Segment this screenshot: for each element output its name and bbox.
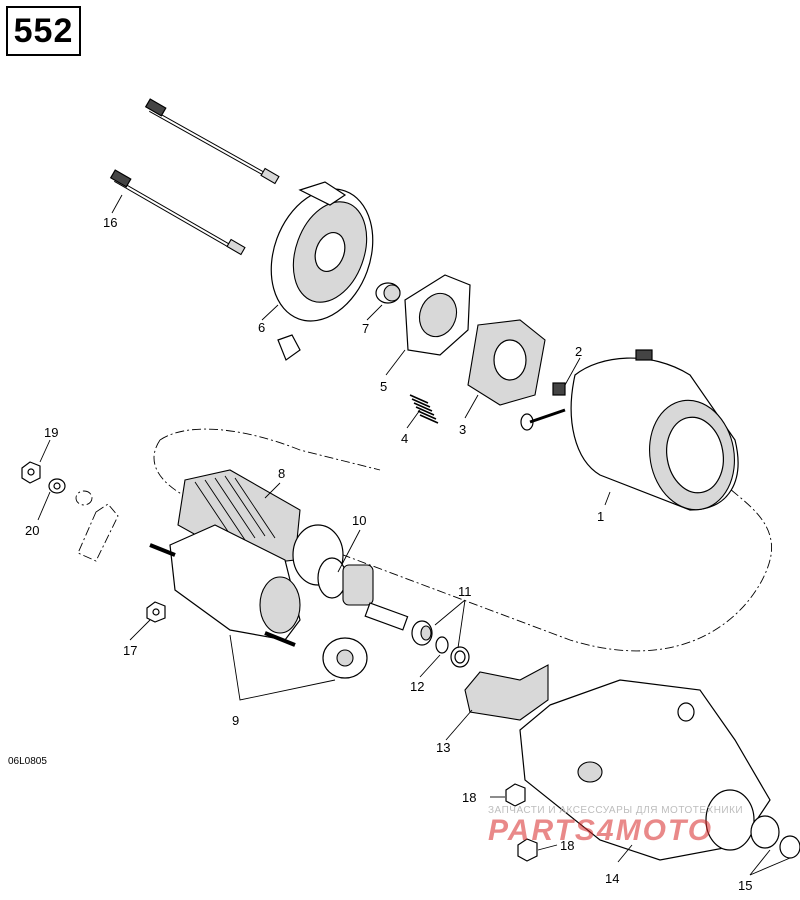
part-7-bushing[interactable]: [375, 282, 401, 304]
part-12-snap-ring[interactable]: [435, 636, 449, 654]
callout-13: 13: [436, 740, 450, 755]
callout-1: 1: [597, 509, 604, 524]
callout-12: 12: [410, 679, 424, 694]
watermark-tagline: ЗАПЧАСТИ И АКСЕССУАРЫ ДЛЯ МОТОТЕХНИКИ: [488, 805, 744, 816]
part-9-motor-body[interactable]: [149, 524, 368, 679]
watermark-logo: PARTS4MOTO: [488, 814, 714, 847]
callout-2: 2: [575, 344, 582, 359]
callout-7: 7: [362, 321, 369, 336]
callout-8: 8: [278, 466, 285, 481]
part-14-drive-housing[interactable]: [519, 679, 771, 861]
callout-9: 9: [232, 713, 239, 728]
part-18-nut-lower[interactable]: [517, 838, 538, 862]
assembly-outline: [153, 428, 772, 652]
part-13-shift-lever[interactable]: [464, 664, 549, 721]
part-2-terminal-bolt[interactable]: [520, 382, 566, 431]
callout-3: 3: [459, 422, 466, 437]
leader-lines: [37, 194, 791, 876]
part-19-nut[interactable]: [21, 461, 41, 484]
callout-15: 15: [738, 878, 752, 893]
callout-18-upper: 18: [462, 790, 476, 805]
part-1-yoke-housing[interactable]: [570, 349, 743, 516]
callout-16: 16: [103, 215, 117, 230]
part-15-bushing[interactable]: [750, 815, 800, 859]
diagram-code: 06L0805: [8, 756, 47, 767]
callout-4: 4: [401, 431, 408, 446]
part-3-brush-holder[interactable]: [467, 319, 546, 406]
part-4-spring[interactable]: [409, 394, 439, 424]
page-number: 552: [13, 11, 74, 50]
part-17-nut[interactable]: [146, 601, 166, 623]
part-16-through-bolts[interactable]: [109, 98, 280, 256]
callout-20: 20: [25, 523, 39, 538]
part-10-overrunning-clutch[interactable]: [317, 557, 409, 631]
callout-10: 10: [352, 513, 366, 528]
callout-18-lower: 18: [560, 838, 574, 853]
callout-5: 5: [380, 379, 387, 394]
callout-11: 11: [458, 584, 472, 599]
page-number-box: 552: [6, 6, 81, 56]
cable-terminal-dashed: [75, 490, 119, 562]
callout-17: 17: [123, 643, 137, 658]
part-18-nut-upper[interactable]: [505, 783, 526, 807]
part-5-brush-plate[interactable]: [404, 274, 471, 356]
part-11-stop-ring[interactable]: [411, 620, 470, 668]
callout-6: 6: [258, 320, 265, 335]
callout-19: 19: [44, 425, 58, 440]
watermark: ЗАПЧАСТИ И АКСЕССУАРЫ ДЛЯ МОТОТЕХНИКИ PA…: [488, 805, 778, 848]
part-20-washer[interactable]: [48, 478, 66, 494]
part-6-end-cover[interactable]: [254, 175, 391, 361]
callout-14: 14: [605, 871, 619, 886]
